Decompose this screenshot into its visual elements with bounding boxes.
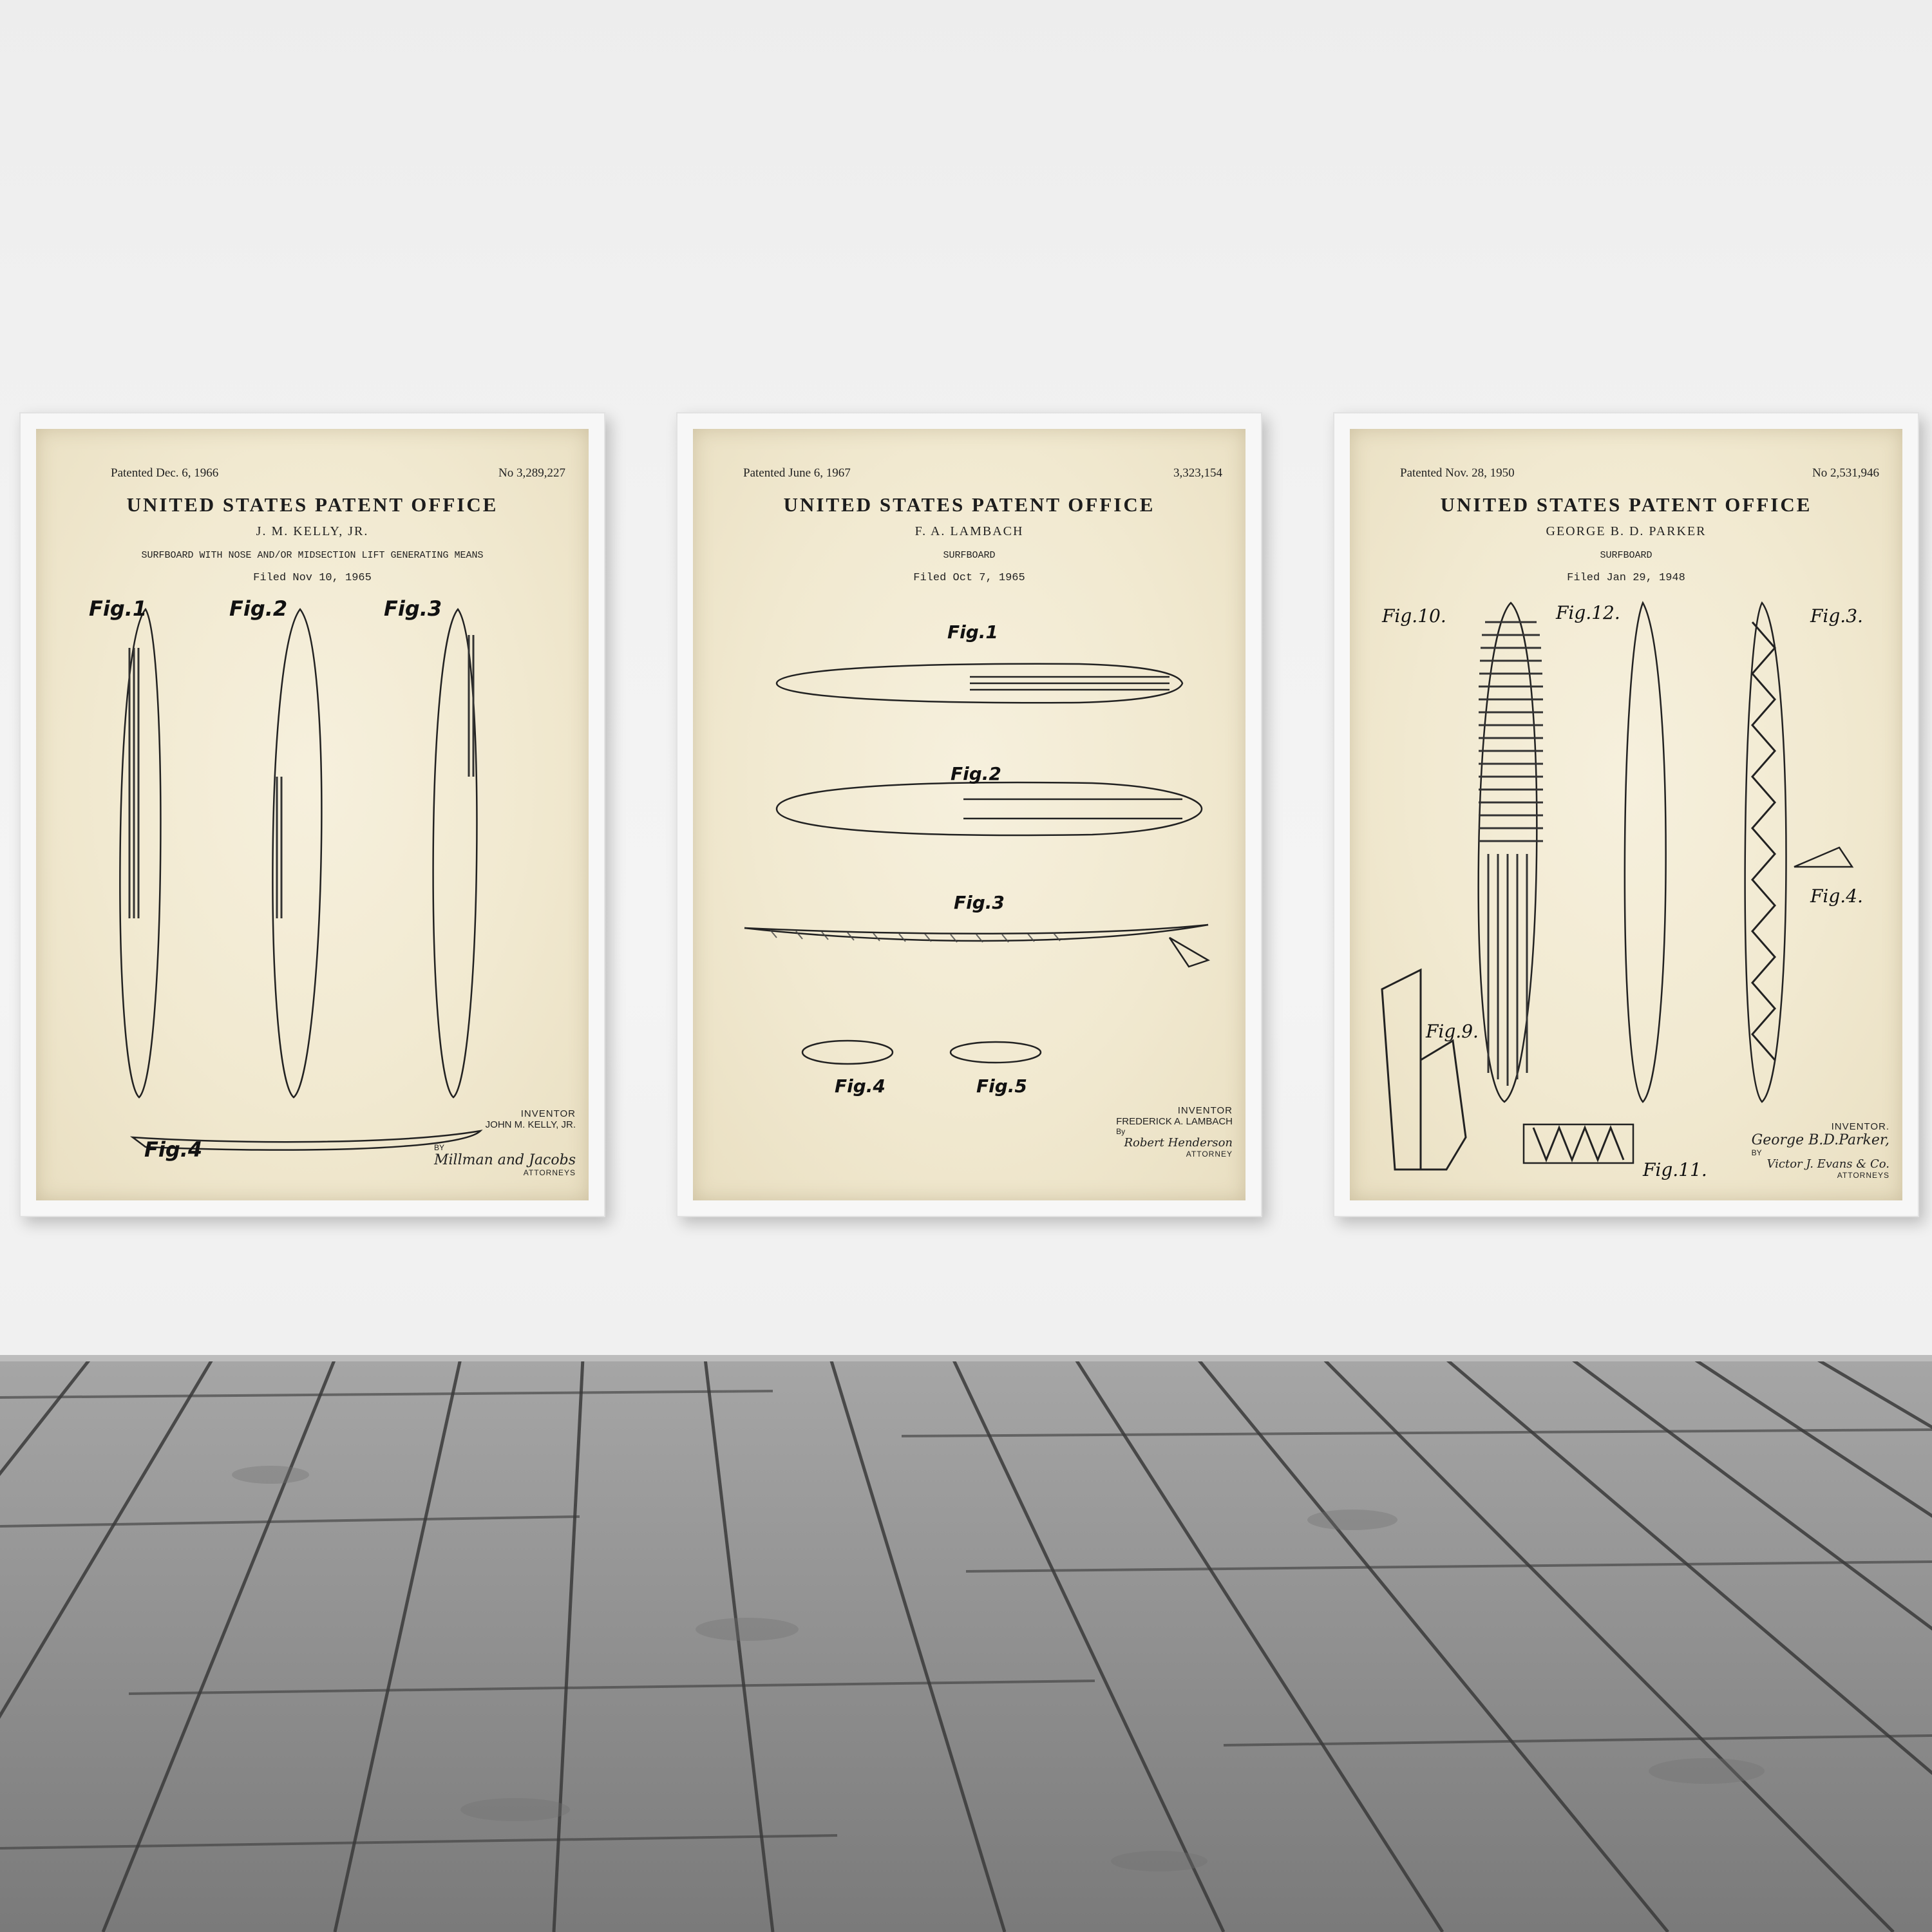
inventor-signature: George B.D.Parker, xyxy=(1751,1132,1889,1148)
attorney-signature: Victor J. Evans & Co. xyxy=(1766,1157,1889,1171)
inventor-heading: F. A. LAMBACH xyxy=(914,524,1024,538)
patent-title: SURFBOARD xyxy=(943,550,996,561)
fig-label: Fig.9. xyxy=(1425,1021,1479,1042)
fig-label: Fig.11. xyxy=(1642,1159,1707,1180)
patent-print-kelly: Patented Dec. 6, 1966 No 3,289,227 UNITE… xyxy=(36,429,589,1200)
fig-label: Fig.3 xyxy=(954,892,1005,913)
filed-date: Filed Nov 10, 1965 xyxy=(253,572,372,584)
by-label: BY xyxy=(433,1143,444,1152)
filed-date: Filed Jan 29, 1948 xyxy=(1567,572,1685,584)
patent-title: SURFBOARD WITH NOSE AND/OR MIDSECTION LI… xyxy=(141,550,484,561)
signature-block-kelly: INVENTOR JOHN M. KELLY, JR. BY Millman a… xyxy=(434,1108,576,1177)
office-heading: UNITED STATES PATENT OFFICE xyxy=(783,493,1155,516)
inventor-name: FREDERICK A. LAMBACH xyxy=(1116,1116,1233,1127)
fig-label: Fig.1 xyxy=(947,621,998,643)
fig-label: Fig.10. xyxy=(1381,605,1446,627)
attorneys-label: ATTORNEYS xyxy=(523,1168,576,1177)
floor-planks xyxy=(0,1359,1932,1932)
by-label: By xyxy=(1116,1127,1126,1136)
signature-block-lambach: INVENTOR FREDERICK A. LAMBACH By Robert … xyxy=(1116,1105,1233,1159)
inventor-label: INVENTOR. xyxy=(1831,1121,1889,1132)
patent-number: 3,323,154 xyxy=(1173,466,1222,480)
surfboard-drawing-parker: Fig.10. Fig.12. Fig.3. Fig.4. Fig.9. Fig… xyxy=(1381,601,1863,1180)
poster-frame-lambach: Patented June 6, 1967 3,323,154 UNITED S… xyxy=(676,412,1262,1217)
fig-label: Fig.1 xyxy=(89,596,147,621)
poster-frame-parker: Patented Nov. 28, 1950 No 2,531,946 UNIT… xyxy=(1333,412,1919,1217)
surfboard-drawing-lambach: Fig.1 Fig.2 Fig.3 Fig.4 Fig.5 xyxy=(744,621,1211,1097)
fig-label: Fig.4. xyxy=(1810,886,1863,907)
attorneys-label: ATTORNEYS xyxy=(1837,1171,1889,1180)
by-label: BY xyxy=(1751,1148,1762,1157)
patent-print-parker: Patented Nov. 28, 1950 No 2,531,946 UNIT… xyxy=(1350,429,1902,1200)
wall-floor-edge xyxy=(0,1355,1932,1361)
surfboard-drawing-kelly: Fig.1 Fig.2 Fig.3 Fig.4 xyxy=(89,596,483,1162)
wooden-floor xyxy=(0,1359,1932,1932)
patent-print-lambach: Patented June 6, 1967 3,323,154 UNITED S… xyxy=(693,429,1245,1200)
inventor-name: JOHN M. KELLY, JR. xyxy=(485,1119,576,1130)
fig-label: Fig.2 xyxy=(951,763,1001,784)
patent-number: No 3,289,227 xyxy=(498,466,565,480)
filed-date: Filed Oct 7, 1965 xyxy=(913,572,1025,584)
attorney-signature: Millman and Jacobs xyxy=(433,1152,576,1168)
patent-date: Patented Nov. 28, 1950 xyxy=(1400,466,1515,480)
fig-label: Fig.5 xyxy=(976,1075,1027,1097)
patent-title: SURFBOARD xyxy=(1600,550,1653,561)
attorney-signature: Robert Henderson xyxy=(1124,1136,1233,1150)
inventor-label: INVENTOR xyxy=(1177,1105,1233,1116)
patent-date: Patented June 6, 1967 xyxy=(743,466,851,480)
fig-label: Fig.2 xyxy=(229,596,287,621)
inventor-heading: J. M. KELLY, JR. xyxy=(256,524,369,538)
patent-date: Patented Dec. 6, 1966 xyxy=(111,466,219,480)
attorneys-label: ATTORNEY xyxy=(1186,1150,1233,1159)
signature-block-parker: INVENTOR. George B.D.Parker, BY Victor J… xyxy=(1752,1121,1889,1180)
patent-number: No 2,531,946 xyxy=(1812,466,1879,480)
poster-frame-kelly: Patented Dec. 6, 1966 No 3,289,227 UNITE… xyxy=(19,412,605,1217)
fig-label: Fig.4 xyxy=(144,1137,202,1162)
fig-label: Fig.4 xyxy=(835,1075,886,1097)
office-heading: UNITED STATES PATENT OFFICE xyxy=(126,493,498,516)
fig-label: Fig.12. xyxy=(1555,602,1620,623)
inventor-label: INVENTOR xyxy=(520,1108,576,1119)
fig-label: Fig.3 xyxy=(384,596,442,621)
inventor-heading: GEORGE B. D. PARKER xyxy=(1546,524,1707,538)
office-heading: UNITED STATES PATENT OFFICE xyxy=(1440,493,1812,516)
fig-label: Fig.3. xyxy=(1810,605,1863,627)
